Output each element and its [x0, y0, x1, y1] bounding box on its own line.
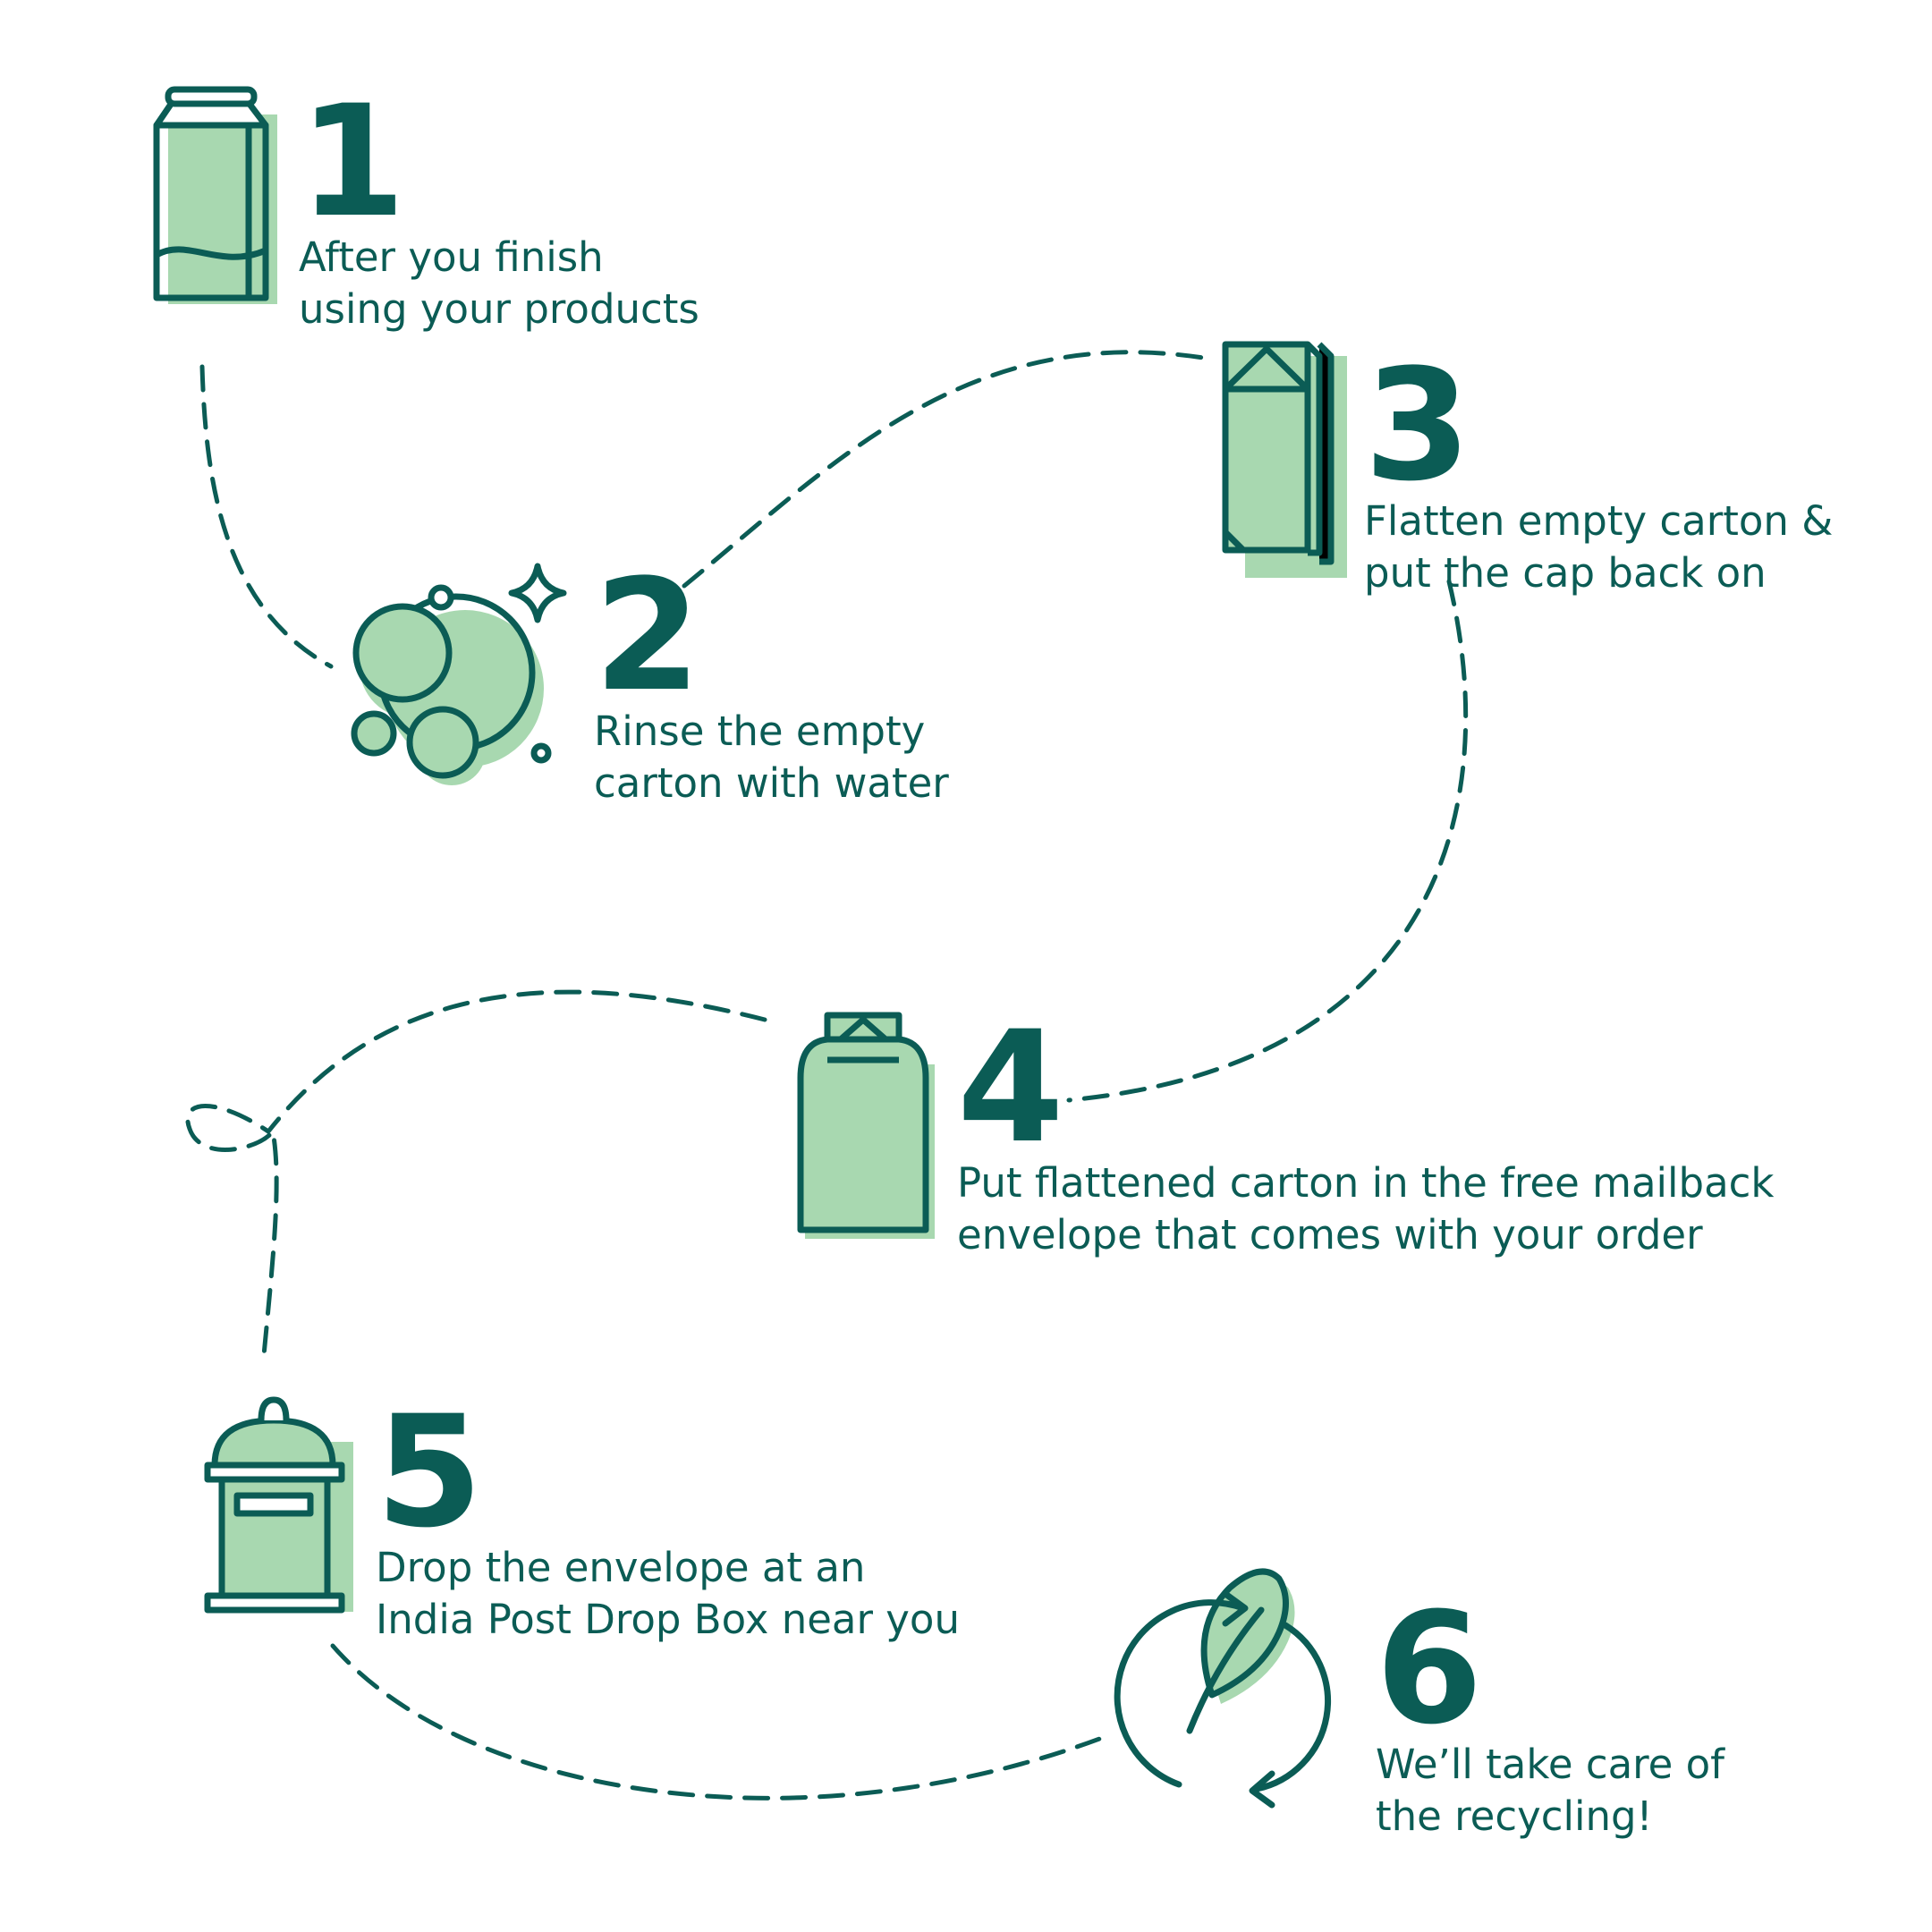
step-description: Flatten empty carton & put the cap back … — [1364, 496, 1833, 599]
flattened-carton-icon — [1222, 341, 1347, 578]
step-description: We’ll take care of the recycling! — [1376, 1739, 1724, 1843]
connector-4-5 — [185, 989, 767, 1358]
step-line: Put flattened carton in the free mailbac… — [957, 1159, 1775, 1207]
recycle-leaf-icon — [1114, 1568, 1331, 1809]
step-line: We’ll take care of — [1376, 1741, 1725, 1788]
step-line: Flatten empty carton & — [1364, 497, 1834, 545]
step-number: 3 — [1364, 335, 1471, 515]
milk-carton-icon — [153, 86, 277, 304]
connector-3-4 — [1066, 579, 1469, 1103]
step-number: 5 — [376, 1382, 483, 1562]
step-3: 3 Flatten empty carton & put the cap bac… — [1364, 349, 1833, 599]
step-line: using your products — [299, 285, 699, 333]
step-6: 6 We’ll take care of the recycling! — [1376, 1592, 1724, 1843]
step-line: envelope that comes with your order — [957, 1211, 1703, 1258]
dashed-connectors — [185, 350, 1469, 1801]
step-5: 5 Drop the envelope at an India Post Dro… — [376, 1395, 960, 1646]
step-4: 4 Put flattened carton in the free mailb… — [957, 1011, 1774, 1261]
step-line: carton with water — [594, 759, 949, 807]
bubbles-icon — [351, 563, 567, 785]
step-line: India Post Drop Box near you — [376, 1596, 960, 1643]
step-description: Put flattened carton in the free mailbac… — [957, 1157, 1774, 1261]
step-line: the recycling! — [1376, 1792, 1653, 1840]
step-number: 6 — [1376, 1579, 1483, 1758]
step-description: Drop the envelope at an India Post Drop … — [376, 1542, 960, 1646]
step-1: 1 After you finish using your products — [299, 85, 699, 335]
connector-1-2 — [199, 364, 334, 669]
step-description: After you finish using your products — [299, 232, 699, 335]
step-number: 2 — [594, 546, 701, 725]
step-line: Drop the envelope at an — [376, 1544, 866, 1591]
step-number: 1 — [299, 72, 406, 251]
step-line: Rinse the empty — [594, 708, 926, 755]
step-line: After you finish — [299, 233, 604, 281]
post-box-icon — [204, 1396, 353, 1614]
step-description: Rinse the empty carton with water — [594, 706, 949, 809]
envelope-icon — [797, 1012, 935, 1239]
step-number: 4 — [957, 997, 1064, 1177]
step-line: put the cap back on — [1364, 549, 1767, 597]
connector-5-6 — [330, 1643, 1112, 1801]
step-2: 2 Rinse the empty carton with water — [594, 559, 949, 809]
connector-2-3 — [682, 350, 1206, 589]
